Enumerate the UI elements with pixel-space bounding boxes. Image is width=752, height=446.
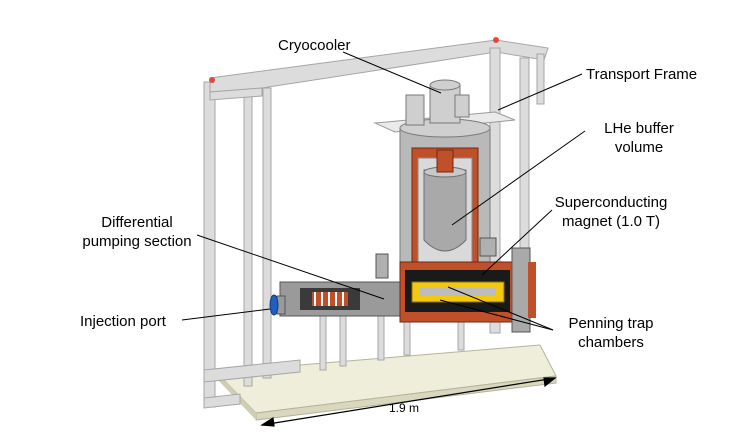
label-lhe-buffer: LHe buffer volume [589,119,689,157]
label-penning-trap: Penning trap chambers [556,314,666,352]
label-diff-pumping-line1: Differential [101,214,173,231]
label-superconducting-magnet: Superconducting magnet (1.0 T) [538,193,684,231]
label-penning-line2: chambers [578,334,644,351]
label-diff-pumping-line2: pumping section [82,233,192,250]
label-cryocooler: Cryocooler [278,37,351,54]
label-differential-pumping: Differential pumping section [72,213,202,251]
injection-port-flange [269,294,286,316]
label-dimension: 1.9 m [389,401,420,415]
transport-frame [203,39,549,409]
dimension-arrow [260,377,557,427]
leader-lines [181,51,586,331]
cryocooler-unit [405,79,470,126]
label-lhe-buffer-line1: LHe buffer [604,120,674,137]
label-injection-port: Injection port [80,313,166,330]
label-penning-line1: Penning trap [568,315,654,332]
label-transport-frame: Transport Frame [586,66,698,83]
label-lhe-buffer-line2: volume [614,139,664,156]
beamline-assembly [279,237,536,333]
frame-lifting-eyes [209,37,499,83]
label-sc-magnet-line2: magnet (1.0 T) [561,213,661,230]
label-sc-magnet-line1: Superconducting [554,194,668,211]
